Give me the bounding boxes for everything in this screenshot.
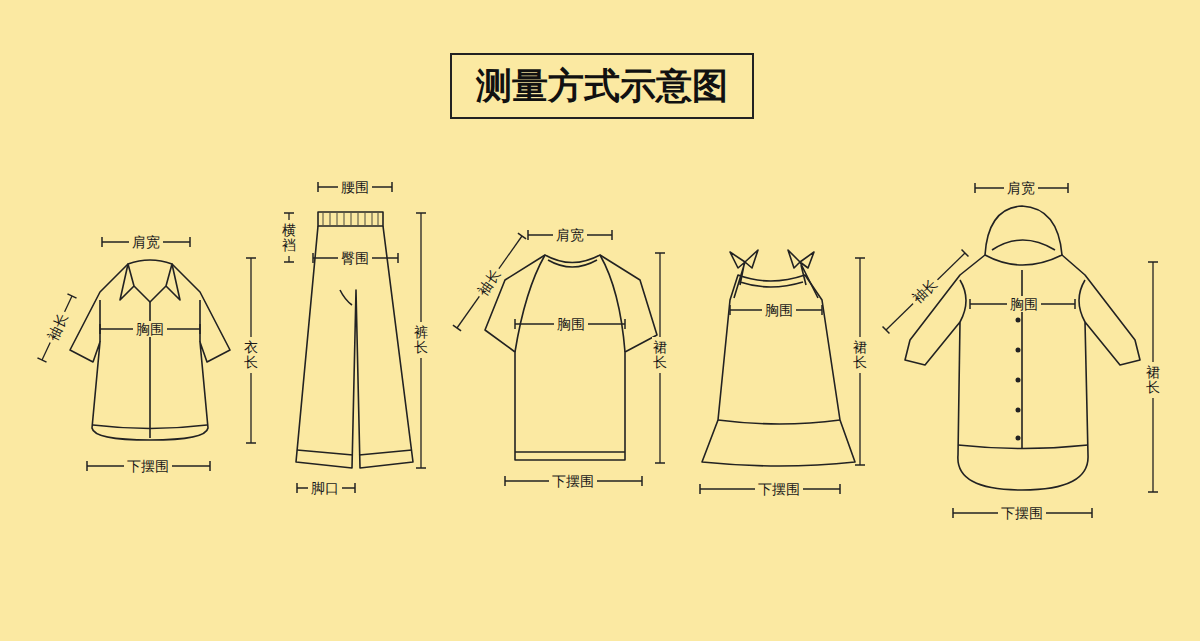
raincoat-buttons: [1016, 318, 1021, 441]
measurement-label: 胸围: [554, 316, 588, 333]
measurement-label: 衣长: [243, 337, 259, 374]
measurement-label: 下摆围: [124, 458, 172, 475]
measurement-label: 胸围: [1007, 296, 1041, 313]
measurement-label: 裙长: [852, 337, 868, 374]
measurement-label: 胸围: [762, 302, 796, 319]
garment-outlines: [70, 206, 1140, 490]
measurement-label: 肩宽: [1004, 180, 1038, 197]
measurement-label: 裙长: [1145, 362, 1161, 399]
measurement-label: 下摆围: [998, 505, 1046, 522]
measurement-label: 脚口: [308, 480, 342, 497]
dimension-lines: [42, 187, 1153, 513]
tshirt-dress-details: [515, 255, 625, 452]
title: 测量方式示意图: [450, 53, 754, 120]
measurement-label: 肩宽: [553, 227, 587, 244]
measurement-label: 裙长: [652, 337, 668, 374]
measurement-label: 袖长: [472, 263, 505, 300]
sling-dress-outline: [702, 275, 855, 466]
tshirt-dress-outline: [485, 255, 657, 460]
shirt-details: [93, 300, 207, 438]
sling-dress-details: [718, 250, 840, 424]
measurement-label: 横裆: [281, 220, 297, 257]
measurement-label: 肩宽: [129, 234, 163, 251]
shirt-outline: [70, 264, 230, 440]
measurement-label: 下摆围: [755, 481, 803, 498]
raincoat-details: [958, 240, 1088, 449]
shirt-collar: [120, 260, 180, 302]
measurement-label: 袖长: [43, 308, 73, 346]
measurement-label: 臀围: [338, 250, 372, 267]
pants-waistband: [318, 212, 383, 226]
measurement-label: 裤长: [413, 322, 429, 359]
measurement-label: 腰围: [338, 179, 372, 196]
pants-outline: [296, 226, 413, 468]
pants-gathers: [323, 213, 378, 225]
pants-details: [297, 290, 412, 455]
measurement-label: 下摆围: [549, 473, 597, 490]
measurement-label: 胸围: [133, 321, 167, 338]
